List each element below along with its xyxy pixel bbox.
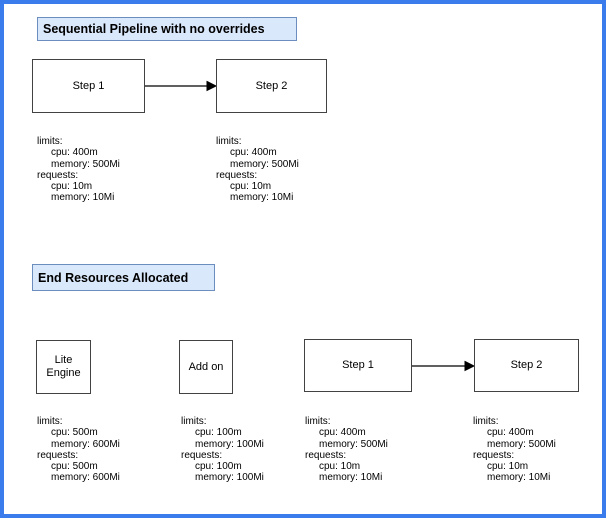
resource-line: memory: 10Mi [51,192,115,204]
resource-line: limits: [181,416,207,427]
resource-line: cpu: 10m [487,461,529,473]
resource-line: limits: [37,416,63,427]
resource-line: memory: 500Mi [230,158,299,170]
node-step2-end-label: Step 2 [510,359,543,371]
resource-line: memory: 500Mi [319,438,388,450]
resource-line: memory: 10Mi [230,192,294,204]
resource-line: memory: 100Mi [195,438,264,450]
resource-line: cpu: 100m [195,427,242,439]
arrow-step1-to-step2-end [412,360,476,372]
resource-line: memory: 10Mi [319,472,383,484]
resource-line: requests: [37,169,79,181]
resource-line: requests: [181,449,223,461]
resource-line: memory: 600Mi [51,472,120,484]
arrowhead-icon [206,80,218,92]
section1-title: Sequential Pipeline with no overrides [37,17,297,41]
node-step2-end: Step 2 [474,339,579,392]
resource-line: cpu: 10m [319,461,361,473]
arrowhead-icon [464,360,476,372]
resource-line: requests: [305,449,347,461]
node-step1: Step 1 [32,59,145,113]
resource-line: limits: [305,416,331,427]
resource-line: cpu: 10m [230,181,272,193]
resource-line: cpu: 100m [195,461,242,473]
resource-line: cpu: 400m [487,427,534,439]
node-add-on: Add on [179,340,233,394]
resource-line: cpu: 400m [319,427,366,439]
resource-line: cpu: 10m [51,181,93,193]
node-step1-end: Step 1 [304,339,412,392]
resource-line: requests: [216,169,258,181]
arrow-step1-to-step2 [145,80,218,92]
resource-line: memory: 100Mi [195,472,264,484]
resource-line: cpu: 500m [51,427,98,439]
resource-line: requests: [473,449,515,461]
node-step1-end-label: Step 1 [342,359,374,371]
resource-line: memory: 600Mi [51,438,120,450]
node-add-on-label: Add on [188,360,224,373]
resource-line: cpu: 500m [51,461,98,473]
resource-line: cpu: 400m [51,147,98,159]
resource-line: limits: [216,136,242,147]
resource-line: memory: 10Mi [487,472,551,484]
resource-line: requests: [37,449,79,461]
resource-line: cpu: 400m [230,147,277,159]
resource-line: memory: 500Mi [487,438,556,450]
node-lite-engine-label: Lite Engine [46,354,81,379]
node-step2-label: Step 2 [255,79,288,92]
node-lite-engine: Lite Engine [36,340,91,394]
node-step1-label: Step 1 [72,79,105,92]
resource-line: memory: 500Mi [51,158,120,170]
resource-line: limits: [37,136,63,147]
resource-line: limits: [473,416,499,427]
node-step2: Step 2 [216,59,327,113]
section2-title: End Resources Allocated [32,264,215,291]
